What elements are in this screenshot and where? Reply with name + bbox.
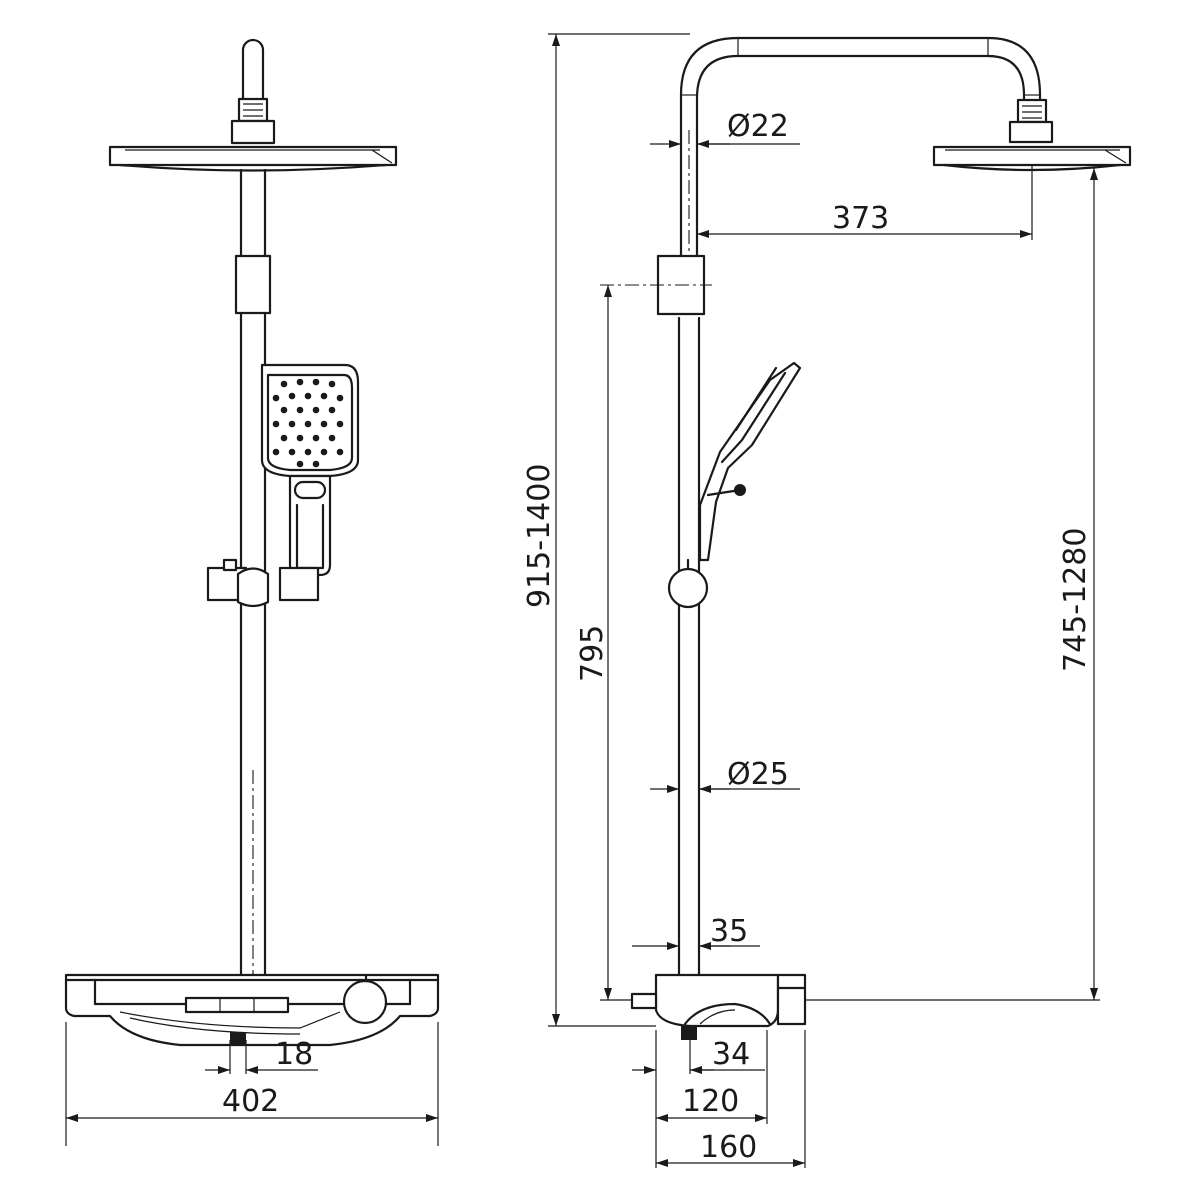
- dim-35-label: 35: [710, 914, 748, 949]
- front-top-arm: [241, 38, 265, 102]
- dim-diameter-22: Ø22: [650, 109, 800, 148]
- dim-34: 34: [632, 1030, 765, 1168]
- side-outlet: [681, 1026, 697, 1040]
- dim-120-label: 120: [682, 1084, 739, 1119]
- dim-915-1400: 915-1400: [522, 33, 690, 1027]
- dim-745-1280-label: 745-1280: [1058, 528, 1093, 672]
- side-pipe-inner: [695, 54, 1026, 292]
- front-thermostat-knob: [342, 979, 388, 1025]
- dim-373: 373: [697, 165, 1033, 240]
- dim-18-label: 18: [275, 1037, 313, 1072]
- side-rain-head: [932, 145, 1132, 167]
- dim-120: 120: [656, 1030, 768, 1124]
- dim-373-label: 373: [832, 201, 889, 236]
- dim-402: 402: [65, 1022, 439, 1146]
- side-connector-nut: [1016, 98, 1048, 124]
- dim-35: 35: [632, 914, 760, 950]
- dim-diameter-25-label: Ø25: [727, 757, 789, 792]
- dim-160-label: 160: [700, 1130, 757, 1165]
- dim-745-1280: 745-1280: [805, 168, 1100, 1001]
- side-wall-inlet: [630, 992, 658, 1010]
- dim-915-1400-label: 915-1400: [522, 464, 557, 608]
- dim-160: 160: [656, 1030, 806, 1168]
- front-hand-shower: [260, 363, 360, 478]
- front-slider-knob: [222, 558, 238, 572]
- side-slider-knob: [667, 567, 709, 609]
- front-spray-nozzles: [272, 378, 344, 468]
- dim-diameter-25: Ø25: [650, 757, 800, 793]
- front-head-mount: [230, 119, 276, 145]
- side-view: Ø22 373 915-1400 795 745-1280: [522, 33, 1132, 1168]
- front-spray-button: [293, 480, 327, 500]
- side-thermostat-body: [654, 973, 780, 1028]
- dim-795: 795: [575, 284, 712, 1001]
- front-control-buttons: [184, 996, 290, 1014]
- front-view: 18 402: [64, 38, 440, 1146]
- front-upper-clamp: [234, 254, 272, 315]
- side-hand-shower: [698, 361, 802, 562]
- front-rain-head: [108, 145, 398, 167]
- dim-402-label: 402: [222, 1084, 279, 1119]
- front-inlet: [230, 1032, 246, 1044]
- dim-diameter-22-label: Ø22: [727, 109, 789, 144]
- dim-795-label: 795: [575, 625, 610, 682]
- side-thermostat-knob: [776, 973, 807, 1026]
- side-head-mount: [1008, 120, 1054, 144]
- dim-34-label: 34: [712, 1037, 750, 1072]
- dim-18: 18: [205, 1037, 318, 1074]
